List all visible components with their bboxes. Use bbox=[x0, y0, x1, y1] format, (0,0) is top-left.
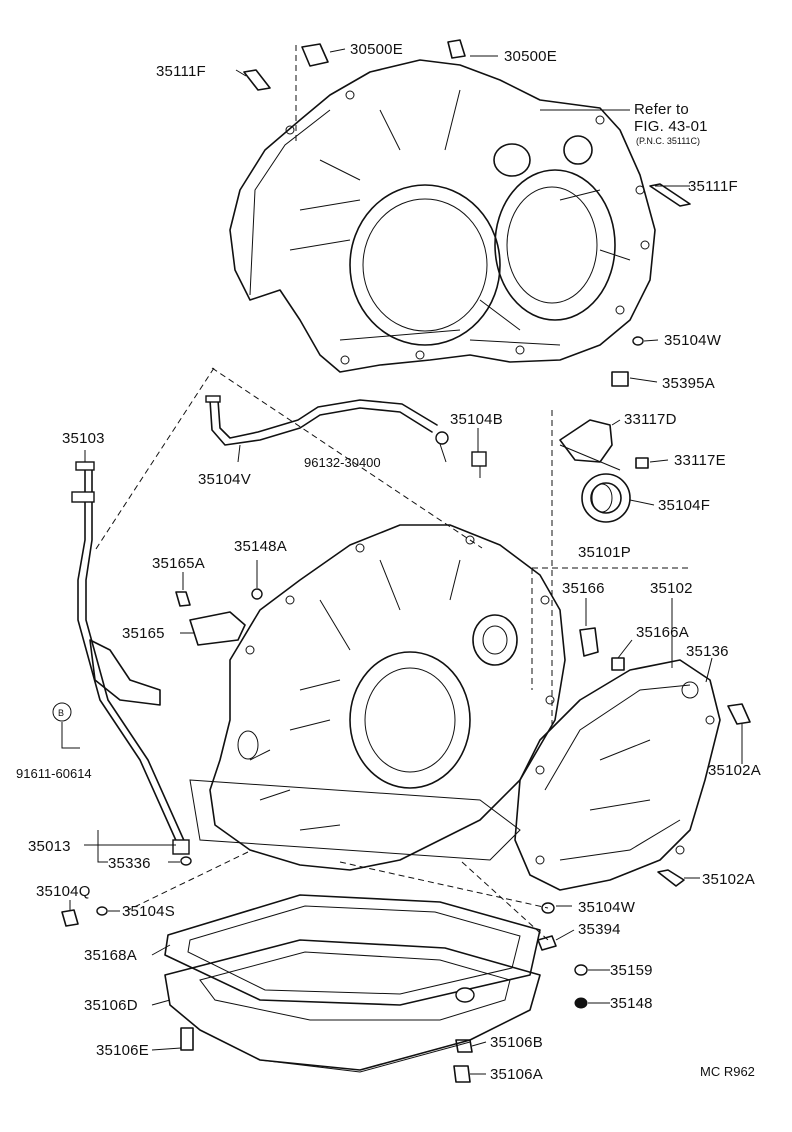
dipstick-tube-drawing bbox=[71, 461, 190, 855]
part-labels: 30500E 30500E 35111F Refer to FIG. 43-01… bbox=[16, 41, 761, 1083]
label-35168a: 35168A bbox=[84, 947, 137, 964]
small-parts-drawing bbox=[52, 39, 751, 1083]
label-refer-line3: (P.N.C. 35111C) bbox=[636, 136, 700, 146]
label-35103: 35103 bbox=[62, 430, 105, 447]
label-35136: 35136 bbox=[686, 643, 729, 660]
bracket-and-seal-drawing bbox=[559, 419, 631, 523]
label-30500e-b: 30500E bbox=[504, 48, 557, 65]
transaxle-housing-drawing bbox=[229, 59, 656, 373]
label-35106d: 35106D bbox=[84, 997, 138, 1014]
label-35148a: 35148A bbox=[234, 538, 287, 555]
label-35111f-b: 35111F bbox=[688, 178, 738, 195]
label-35104f: 35104F bbox=[658, 497, 710, 514]
label-35106a: 35106A bbox=[490, 1066, 543, 1083]
side-cover-drawing bbox=[514, 659, 721, 891]
label-35111f-a: 35111F bbox=[156, 63, 206, 80]
label-35104w-b: 35104W bbox=[578, 899, 636, 916]
label-35166a: 35166A bbox=[636, 624, 689, 641]
alignment-lines bbox=[93, 45, 690, 941]
label-35106b: 35106B bbox=[490, 1034, 543, 1051]
label-35106e: 35106E bbox=[96, 1042, 149, 1059]
label-30500e-a: 30500E bbox=[350, 41, 403, 58]
label-35104s: 35104S bbox=[122, 903, 175, 920]
breather-hose-drawing bbox=[205, 395, 487, 478]
label-35159: 35159 bbox=[610, 962, 653, 979]
label-35166: 35166 bbox=[562, 580, 605, 597]
label-35165a: 35165A bbox=[152, 555, 205, 572]
label-91611-60614: 91611-60614 bbox=[16, 766, 92, 781]
label-35336: 35336 bbox=[108, 855, 151, 872]
label-35102a-b: 35102A bbox=[702, 871, 755, 888]
label-35102a-a: 35102A bbox=[708, 762, 761, 779]
label-mc-code: MC R962 bbox=[700, 1064, 755, 1079]
label-35104v: 35104V bbox=[198, 471, 251, 488]
oil-pan-gasket-drawing bbox=[164, 894, 541, 1006]
label-35102: 35102 bbox=[650, 580, 693, 597]
label-35165: 35165 bbox=[122, 625, 165, 642]
label-b-mark: B bbox=[58, 708, 64, 718]
label-35101p: 35101P bbox=[578, 544, 631, 561]
transaxle-case-drawing bbox=[189, 524, 566, 871]
oil-pan-drawing bbox=[164, 939, 541, 1073]
label-refer-line2: FIG. 43-01 bbox=[634, 118, 708, 135]
label-33117e: 33117E bbox=[674, 452, 726, 469]
label-35104w-a: 35104W bbox=[664, 332, 722, 349]
label-35394: 35394 bbox=[578, 921, 621, 938]
leader-lines bbox=[61, 48, 743, 1075]
label-35104q: 35104Q bbox=[36, 883, 91, 900]
label-35013: 35013 bbox=[28, 838, 71, 855]
label-35148: 35148 bbox=[610, 995, 653, 1012]
label-96132-30400: 96132-30400 bbox=[304, 455, 381, 470]
label-35395a: 35395A bbox=[662, 375, 715, 392]
label-35104b: 35104B bbox=[450, 411, 503, 428]
label-refer-line1: Refer to bbox=[634, 101, 689, 118]
label-33117d: 33117D bbox=[624, 411, 677, 428]
